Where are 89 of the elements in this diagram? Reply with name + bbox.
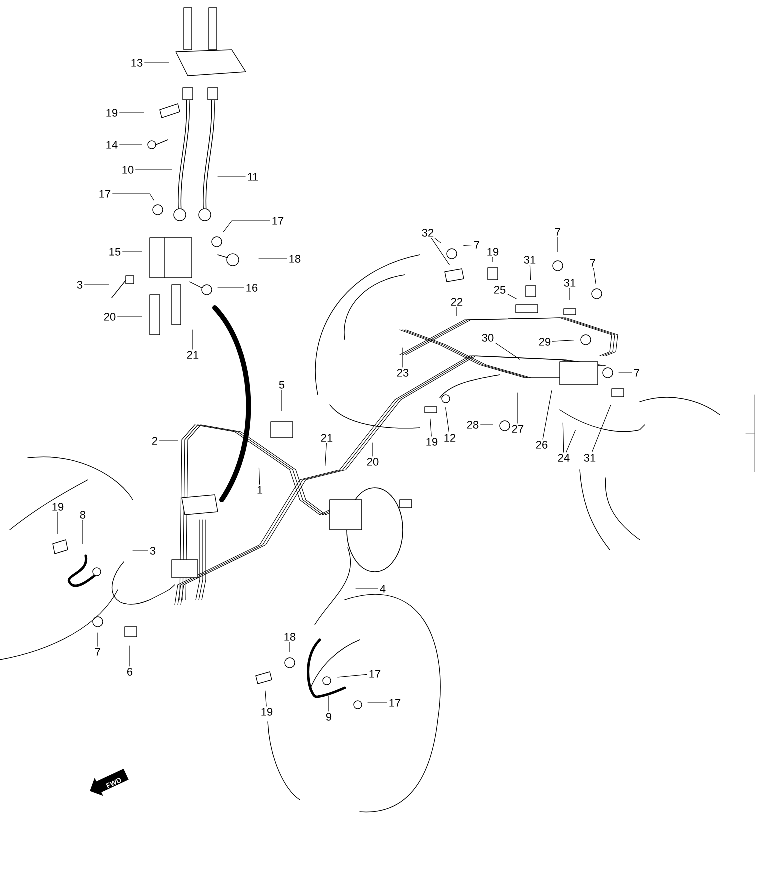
callout-number: 26 [536,441,548,449]
leader-line [223,220,270,232]
leader-line [618,372,633,374]
leader-line [144,62,170,64]
leader-line [496,342,520,360]
leader-line [82,520,84,544]
callout-number: 14 [106,141,118,149]
leader-line [338,674,368,678]
leader-line [192,330,194,350]
callout-number: 15 [110,248,121,256]
leader-line [431,238,450,266]
callout-number: 12 [444,434,456,442]
callout-number: 17 [100,190,111,198]
callout-number: 18 [290,255,301,263]
callout-number: 31 [524,256,536,264]
callout-number: 21 [187,351,199,359]
callout-number: 25 [494,286,506,294]
leader-line [84,284,110,286]
callout-number: 13 [132,59,143,67]
callout-number: 20 [367,458,379,466]
leader-line [508,294,518,300]
callout-number: 29 [539,338,551,346]
callout-number: 17 [370,670,381,678]
callout-number: 22 [451,298,463,306]
callout-number: 6 [128,668,133,676]
callout-number: 30 [482,334,494,342]
leader-line [480,424,494,426]
leader-line [566,430,576,453]
leader-line [464,244,473,246]
callout-number: 31 [584,454,596,462]
callout-number: 11 [248,173,258,181]
leader-line [159,440,178,442]
callout-number: 5 [279,381,285,389]
callout-number: 27 [512,425,524,433]
callout-number: 10 [122,166,134,174]
callout-number: 24 [558,454,570,462]
leader-line [328,696,330,712]
leader-line [368,702,388,704]
leader-line [258,468,260,485]
callout-number: 9 [326,713,332,721]
leader-line [118,316,142,318]
callout-number: 19 [426,438,438,446]
callout-number: 32 [422,229,434,237]
callout-number: 3 [77,281,83,289]
leader-line [446,408,450,433]
leader-line [592,405,612,453]
leader-line [258,258,288,260]
leader-line [562,422,564,453]
callout-number: 17 [272,217,284,225]
leader-line [265,690,267,707]
callout-number: 19 [52,503,64,511]
callout-number: 20 [104,313,116,321]
leader-line [372,442,374,457]
callout-number: 19 [262,708,273,716]
leader-line [402,348,404,368]
leader-line [542,390,552,440]
leader-line [552,340,574,342]
callout-number: 3 [150,547,156,555]
callout-number: 4 [380,585,386,593]
callout-number: 7 [590,259,596,267]
callout-number: 7 [556,228,560,236]
callout-number: 8 [80,511,86,519]
callout-number: 19 [106,109,118,117]
callout-number: 23 [397,369,409,377]
callout-number: 7 [634,369,640,377]
callout-number: 21 [321,434,333,442]
leader-line [456,307,458,316]
callout-number: 1 [258,486,263,494]
callout-number: 19 [488,248,499,256]
callout-number: 2 [152,437,158,445]
leader-line [120,144,142,146]
leader-line [132,550,149,552]
leader-line [356,588,379,590]
callout-number: 28 [467,421,479,429]
leader-line [430,418,432,437]
leader-line [325,443,327,466]
leader-line [594,268,596,284]
callout-number: 31 [564,279,576,287]
leader-line [530,265,532,280]
leader-line [434,238,442,244]
callout-number: 17 [390,699,401,707]
leader-line [218,176,246,178]
leader-line [112,194,154,201]
leader-line [120,112,144,114]
callout-number: 16 [246,284,258,292]
callout-number: 7 [96,648,100,656]
callout-number: 7 [474,241,480,249]
leader-line [492,257,494,262]
callout-number: 18 [284,633,296,641]
